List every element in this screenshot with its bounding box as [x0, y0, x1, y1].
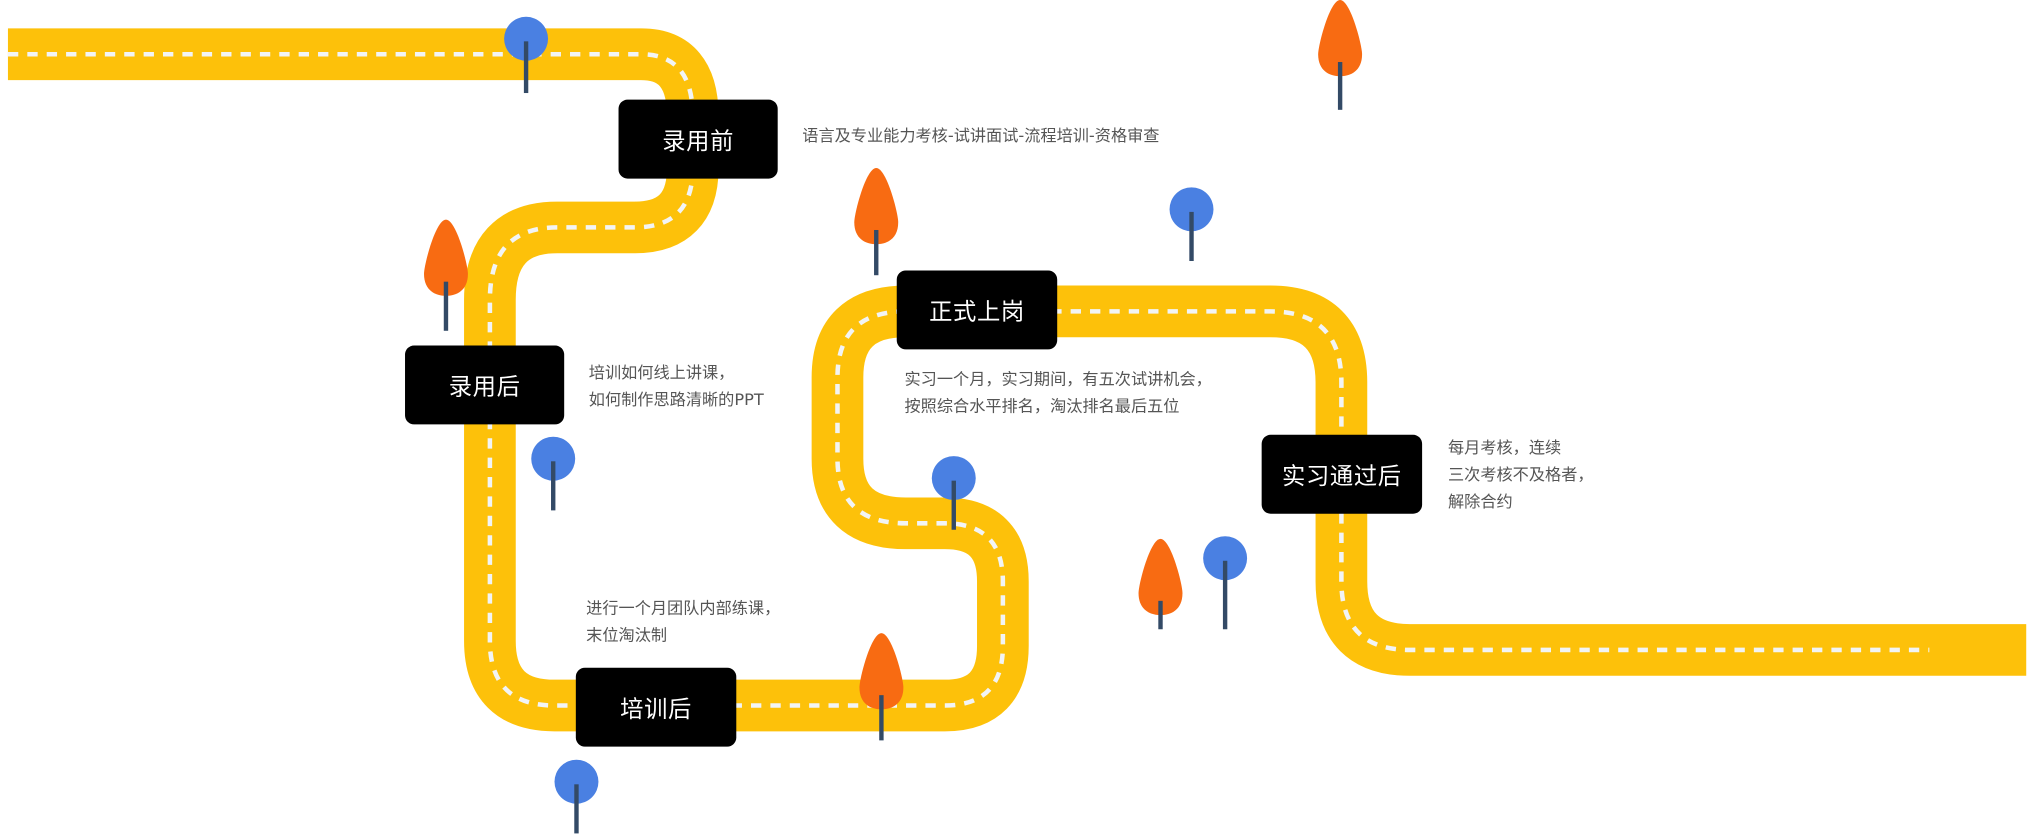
stage-box-before-hiring[interactable]: 录用前: [618, 99, 778, 179]
stage-title: 正式上岗: [929, 298, 1025, 326]
tree-trunk: [443, 281, 449, 331]
tree-trunk: [1158, 600, 1163, 630]
description-line: 每月考核，连续: [1447, 437, 1562, 457]
round-tree-icon: [554, 759, 599, 834]
stage-box-after-internship[interactable]: 实习通过后: [1261, 434, 1423, 514]
tree-trunk: [1189, 211, 1194, 262]
round-tree-icon: [531, 436, 576, 511]
stage-title: 录用前: [662, 127, 735, 155]
lane-marking: [7, 52, 1930, 708]
tree-trunk: [951, 480, 956, 530]
description-line: 末位淘汰制: [586, 625, 668, 645]
round-tree-icon: [931, 456, 976, 530]
round-tree-icon: [504, 16, 549, 94]
tree-crown: [504, 16, 549, 61]
trees-layer: [424, 0, 1363, 834]
stage-box-onboarding[interactable]: 正式上岗: [896, 270, 1058, 350]
tree-trunk: [1337, 62, 1343, 110]
tree-trunk: [551, 461, 556, 511]
tree-trunk: [1222, 560, 1228, 630]
stage-description-after-internship: 每月考核，连续 三次考核不及格者， 解除合约: [1448, 433, 1594, 515]
tree-crown: [1138, 538, 1183, 616]
description-line: 实习一个月，实习期间，有五次试讲机会，: [904, 368, 1212, 389]
tree-crown: [1169, 187, 1214, 232]
tree-trunk: [874, 229, 879, 276]
tree-trunk: [574, 784, 579, 834]
stage-title: 录用后: [448, 373, 521, 401]
tree-crown: [854, 167, 899, 245]
description-line: 语言及专业能力考核-试讲面试-流程培训-资格审查: [802, 125, 1160, 145]
description-line: 三次考核不及格者，: [1447, 464, 1594, 484]
round-tree-icon: [1203, 536, 1248, 630]
stage-box-after-hiring[interactable]: 录用后: [405, 345, 565, 425]
tree-crown: [931, 456, 976, 501]
stage-box-after-training[interactable]: 培训后: [575, 667, 737, 747]
tree-crown: [554, 759, 599, 804]
description-line: 如何制作思路清晰的PPT: [588, 389, 764, 409]
stage-description-after-hiring: 培训如何线上讲课， 如何制作思路清晰的PPT: [589, 358, 764, 412]
tree-crown: [1203, 536, 1248, 581]
description-line: 解除合约: [1447, 491, 1513, 512]
teardrop-tree-icon: [859, 633, 904, 741]
description-line: 进行一个月团队内部练课，: [586, 597, 781, 618]
teardrop-tree-icon: [1318, 0, 1363, 110]
tree-crown: [424, 219, 468, 296]
stage-description-after-training: 进行一个月团队内部练课， 末位淘汰制: [586, 594, 780, 648]
tree-crown: [1318, 0, 1363, 77]
round-tree-icon: [1169, 187, 1214, 262]
tree-crown: [859, 633, 904, 710]
stage-title: 培训后: [620, 695, 692, 723]
description-line: 按照综合水平排名，淘汰排名最后五位: [904, 395, 1180, 416]
stage-title: 实习通过后: [1282, 462, 1402, 490]
description-line: 培训如何线上讲课，: [588, 362, 735, 382]
stage-description-onboarding: 实习一个月，实习期间，有五次试讲机会， 按照综合水平排名，淘汰排名最后五位: [905, 365, 1212, 419]
tree-trunk: [879, 695, 884, 741]
tree-trunk: [523, 41, 529, 94]
teardrop-tree-icon: [1138, 538, 1183, 630]
tree-crown: [531, 436, 576, 481]
stage-description-before-hiring: 语言及专业能力考核-试讲面试-流程培训-资格审查: [802, 122, 1159, 149]
teardrop-tree-icon: [424, 219, 468, 331]
teardrop-tree-icon: [854, 167, 899, 276]
